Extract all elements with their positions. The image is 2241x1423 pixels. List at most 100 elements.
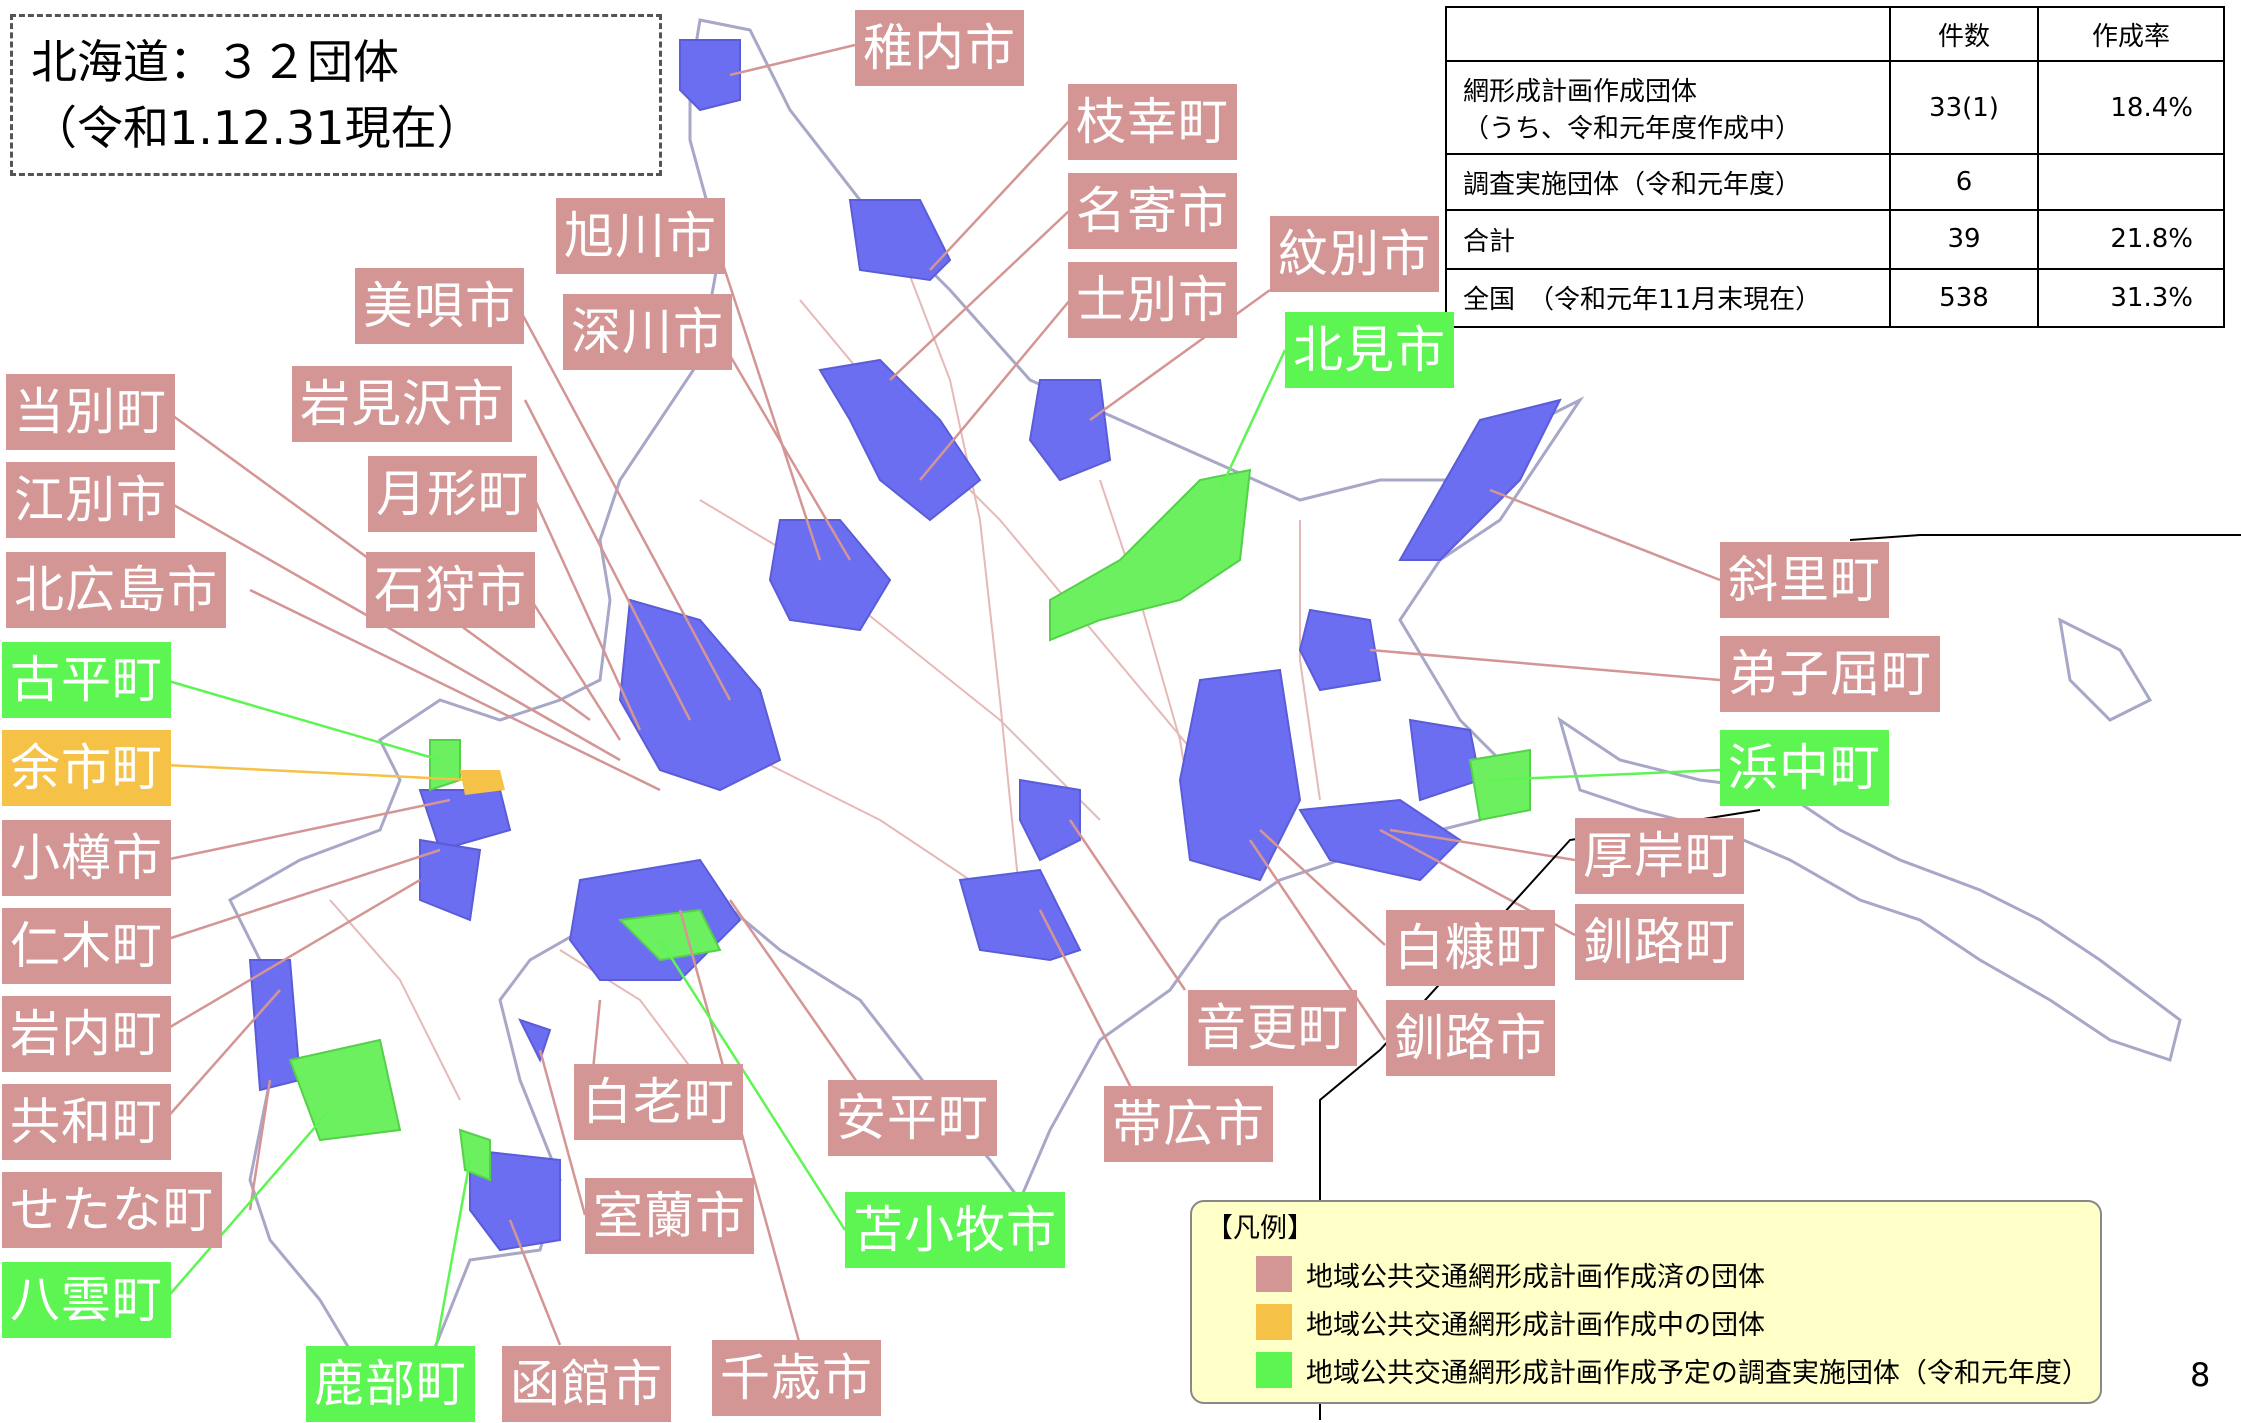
label-hamanaka: 浜中町 — [1720, 730, 1889, 806]
label-hakodate: 函館市 — [502, 1346, 671, 1422]
stats-row: 合計 39 21.8% — [1445, 209, 2226, 270]
stats-row-rate: 21.8% — [2036, 209, 2226, 270]
region-sapporo-area — [618, 598, 782, 792]
title-line1: 北海道：３２団体 — [31, 35, 399, 89]
leader-lines-done — [164, 43, 1721, 1346]
stats-row-label: 合計 — [1445, 209, 1891, 270]
stats-row-rate: 18.4% — [2036, 60, 2226, 155]
legend-swatch-in-progress — [1256, 1304, 1292, 1340]
region-kushiro — [1178, 668, 1302, 882]
region-kushiro-cho — [1298, 798, 1462, 882]
label-tobetsu: 当別町 — [6, 374, 175, 450]
label-teshikaga: 弟子屈町 — [1720, 636, 1940, 712]
label-shari: 斜里町 — [1720, 542, 1889, 618]
region-yakumo — [288, 1038, 402, 1142]
stats-header-row: 件数 作成率 — [1445, 5, 2226, 63]
label-bibai: 美唄市 — [355, 268, 524, 344]
region-tomakomai — [617, 908, 722, 962]
region-otofuke — [1019, 778, 1081, 862]
label-chitose: 千歳市 — [712, 1340, 881, 1416]
legend-item: 地域公共交通網形成計画作成中の団体 — [1256, 1298, 2086, 1346]
regions-done — [248, 39, 1562, 1252]
label-otofuke: 音更町 — [1188, 990, 1357, 1066]
stats-row: 調査実施団体（令和元年度） 6 — [1445, 152, 2226, 212]
legend: 【凡例】 地域公共交通網形成計画作成済の団体 地域公共交通網形成計画作成中の団体… — [1190, 1200, 2102, 1404]
label-akkeshi: 厚岸町 — [1575, 818, 1744, 894]
region-kitami — [1049, 468, 1252, 642]
stats-header-rate: 作成率 — [2036, 5, 2226, 63]
label-shiraoi: 白老町 — [574, 1064, 743, 1140]
label-tsukigata: 月形町 — [368, 456, 537, 532]
label-kitami: 北見市 — [1285, 312, 1454, 388]
region-furubira — [429, 739, 461, 792]
page-number: 8 — [2190, 1356, 2211, 1394]
label-abira: 安平町 — [828, 1080, 997, 1156]
region-nayoro — [818, 358, 982, 522]
map-title: 北海道：３２団体 （令和1.12.31現在） — [10, 14, 662, 176]
label-ebetsu: 江別市 — [6, 462, 175, 538]
label-esashi: 枝幸町 — [1068, 84, 1237, 160]
stats-row-label: 全国 （令和元年11月末現在） — [1445, 267, 1891, 329]
label-shibetsu: 士別市 — [1068, 262, 1237, 338]
legend-item: 地域公共交通網形成計画作成済の団体 — [1256, 1250, 2086, 1298]
label-wakkanai: 稚内市 — [855, 10, 1024, 86]
label-furubira: 古平町 — [2, 642, 171, 718]
region-asahikawa — [768, 519, 892, 632]
label-kushiro-town: 釧路町 — [1575, 904, 1744, 980]
label-tomakomai: 苫小牧市 — [845, 1192, 1065, 1268]
region-esashi — [848, 199, 952, 282]
stats-row-label: 網形成計画作成団体 （うち、令和元年度作成中） — [1445, 60, 1891, 155]
stats-row-label-line1: 網形成計画作成団体 — [1463, 76, 1698, 107]
leader-lines-planned — [164, 349, 1721, 1381]
legend-swatch-planned — [1256, 1352, 1292, 1388]
legend-swatch-done — [1256, 1256, 1292, 1292]
stats-row-rate — [2036, 152, 2226, 212]
label-obihiro: 帯広市 — [1104, 1086, 1273, 1162]
label-muroran: 室蘭市 — [585, 1178, 754, 1254]
region-hakodate — [469, 1148, 561, 1252]
label-asahikawa: 旭川市 — [556, 198, 725, 274]
region-obihiro — [958, 868, 1082, 962]
region-shari — [1398, 398, 1562, 561]
region-teshikaga — [1298, 608, 1382, 692]
stats-row-count: 33(1) — [1889, 60, 2039, 155]
stats-header-blank — [1445, 5, 1891, 63]
stats-table: 件数 作成率 網形成計画作成団体 （うち、令和元年度作成中） 33(1) 18.… — [1445, 5, 2226, 329]
label-kyowa: 共和町 — [2, 1084, 171, 1160]
stats-header-count: 件数 — [1889, 5, 2039, 63]
legend-item: 地域公共交通網形成計画作成予定の調査実施団体（令和元年度） — [1256, 1346, 2089, 1394]
region-setana — [248, 959, 302, 1092]
leader-line-in-progress — [164, 763, 471, 782]
legend-label: 地域公共交通網形成計画作成予定の調査実施団体（令和元年度） — [1305, 1357, 2089, 1389]
region-wakkanai — [679, 39, 741, 112]
title-line2: （令和1.12.31現在） — [31, 101, 483, 155]
legend-label: 地域公共交通網形成計画作成済の団体 — [1306, 1261, 1765, 1293]
island-rishiri — [2058, 617, 2153, 722]
label-kushiro-city: 釧路市 — [1386, 1000, 1555, 1076]
label-niki: 仁木町 — [2, 908, 171, 984]
label-yoichi: 余市町 — [2, 730, 171, 806]
region-muroran — [518, 1018, 552, 1063]
label-nayoro: 名寄市 — [1068, 173, 1237, 249]
stats-row-rate: 31.3% — [2036, 267, 2226, 329]
label-yakumo: 八雲町 — [2, 1262, 171, 1338]
label-shiranuka: 白糠町 — [1386, 910, 1555, 986]
label-otaru: 小樽市 — [2, 820, 171, 896]
label-monbetsu: 紋別市 — [1270, 216, 1439, 292]
legend-title: 【凡例】 — [1206, 1213, 1314, 1244]
label-iwanai: 岩内町 — [2, 996, 171, 1072]
stats-row-label: 調査実施団体（令和元年度） — [1445, 152, 1891, 212]
label-shikabe: 鹿部町 — [306, 1346, 475, 1422]
region-hamanaka — [1468, 748, 1531, 822]
region-yoichi — [460, 770, 505, 795]
label-kitahiroshima: 北広島市 — [6, 552, 226, 628]
label-fukagawa: 深川市 — [563, 294, 732, 370]
region-monbetsu — [1028, 379, 1112, 482]
stats-row-count: 39 — [1889, 209, 2039, 270]
stats-row: 全国 （令和元年11月末現在） 538 31.3% — [1445, 267, 2226, 329]
regions-planned — [288, 468, 1531, 1182]
label-iwamizawa: 岩見沢市 — [292, 366, 512, 442]
label-ishikari: 石狩市 — [366, 552, 535, 628]
kuril-islands — [1557, 716, 2182, 1062]
label-setana: せたな町 — [2, 1172, 222, 1248]
